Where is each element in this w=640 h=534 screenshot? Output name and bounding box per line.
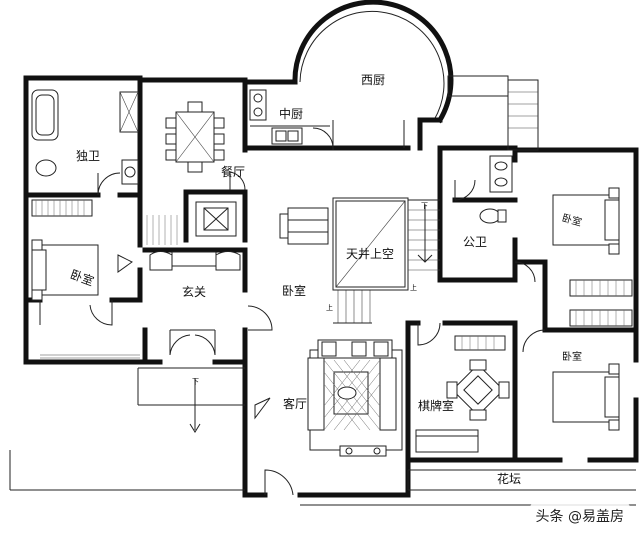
atrium-and-stairs (332, 197, 440, 324)
room-labels: 西厨 中厨 独卫 餐厅 卧室 天井上空 卧室 公卫 卧室 玄关 客厅 棋牌室 卧… (68, 73, 583, 486)
label-western-kitchen: 西厨 (361, 73, 385, 87)
label-living: 客厅 (283, 396, 307, 411)
label-atrium-void: 天井上空 (346, 247, 394, 261)
label-dining: 餐厅 (221, 164, 245, 179)
living-room-furniture (254, 339, 403, 496)
label-public-bath: 公卫 (463, 235, 487, 249)
elevator (146, 201, 237, 245)
annotations: 下 下 上 上 (192, 202, 428, 386)
label-foyer: 玄关 (182, 284, 206, 299)
label-flower-bed: 花坛 (497, 471, 521, 486)
foyer-furniture (149, 251, 241, 356)
label-bedroom-right-bottom: 卧室 (562, 350, 582, 363)
right-top-bedroom-furniture (552, 187, 633, 297)
arrow-label-up-small: 上 (326, 303, 333, 312)
right-bottom-bedroom-furniture (522, 309, 633, 431)
label-bedroom-center: 卧室 (282, 283, 306, 298)
chinese-kitchen-fixtures (249, 89, 330, 145)
label-chinese-kitchen: 中厨 (279, 106, 303, 121)
entry-steps (447, 75, 539, 151)
public-bath-fixtures (454, 155, 536, 283)
arrow-label-up-stairs: 上 (410, 283, 417, 292)
terrace (9, 367, 636, 506)
center-bedroom-furniture (247, 207, 329, 331)
label-private-bath: 独卫 (76, 149, 100, 163)
chess-room-furniture (415, 322, 510, 453)
left-bedroom-furniture (31, 199, 140, 359)
label-chess-room: 棋牌室 (418, 398, 454, 413)
round-tower (292, 0, 454, 151)
walls (23, 75, 639, 498)
arrow-label-down-terrace: 下 (192, 378, 199, 386)
arrow-label-down-stairs: 下 (421, 202, 428, 210)
private-bath-fixtures (31, 89, 139, 196)
dining-furniture (165, 101, 246, 191)
watermark: 头条 @易盖房 (529, 504, 630, 528)
